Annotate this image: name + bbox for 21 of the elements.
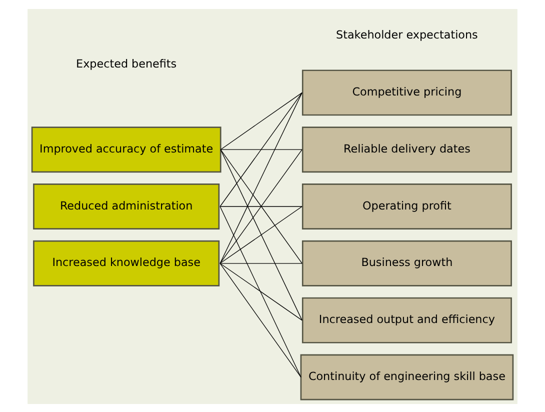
connector (220, 148, 302, 150)
connector (220, 262, 302, 320)
connector (220, 92, 302, 150)
connector (220, 206, 302, 264)
connector (220, 92, 302, 264)
connector (220, 206, 302, 378)
label: Expected benefits (76, 57, 177, 70)
connector (220, 262, 302, 378)
connector (220, 148, 302, 320)
node-box: Operating profit (302, 183, 512, 229)
node-box: Increased output and efficiency (302, 296, 512, 343)
node-box: Reduced administration (33, 183, 220, 229)
node-box: Improved accuracy of estimate (31, 126, 222, 172)
node-box: Continuity of engineering skill base (300, 354, 514, 400)
node-box: Business growth (302, 240, 512, 286)
node-box: Reliable delivery dates (302, 126, 512, 172)
node-box: Competitive pricing (302, 69, 512, 116)
connector (220, 262, 302, 264)
node-box: Increased knowledge base (33, 240, 220, 286)
connector (220, 92, 302, 206)
label: Stakeholder expectations (336, 28, 478, 42)
